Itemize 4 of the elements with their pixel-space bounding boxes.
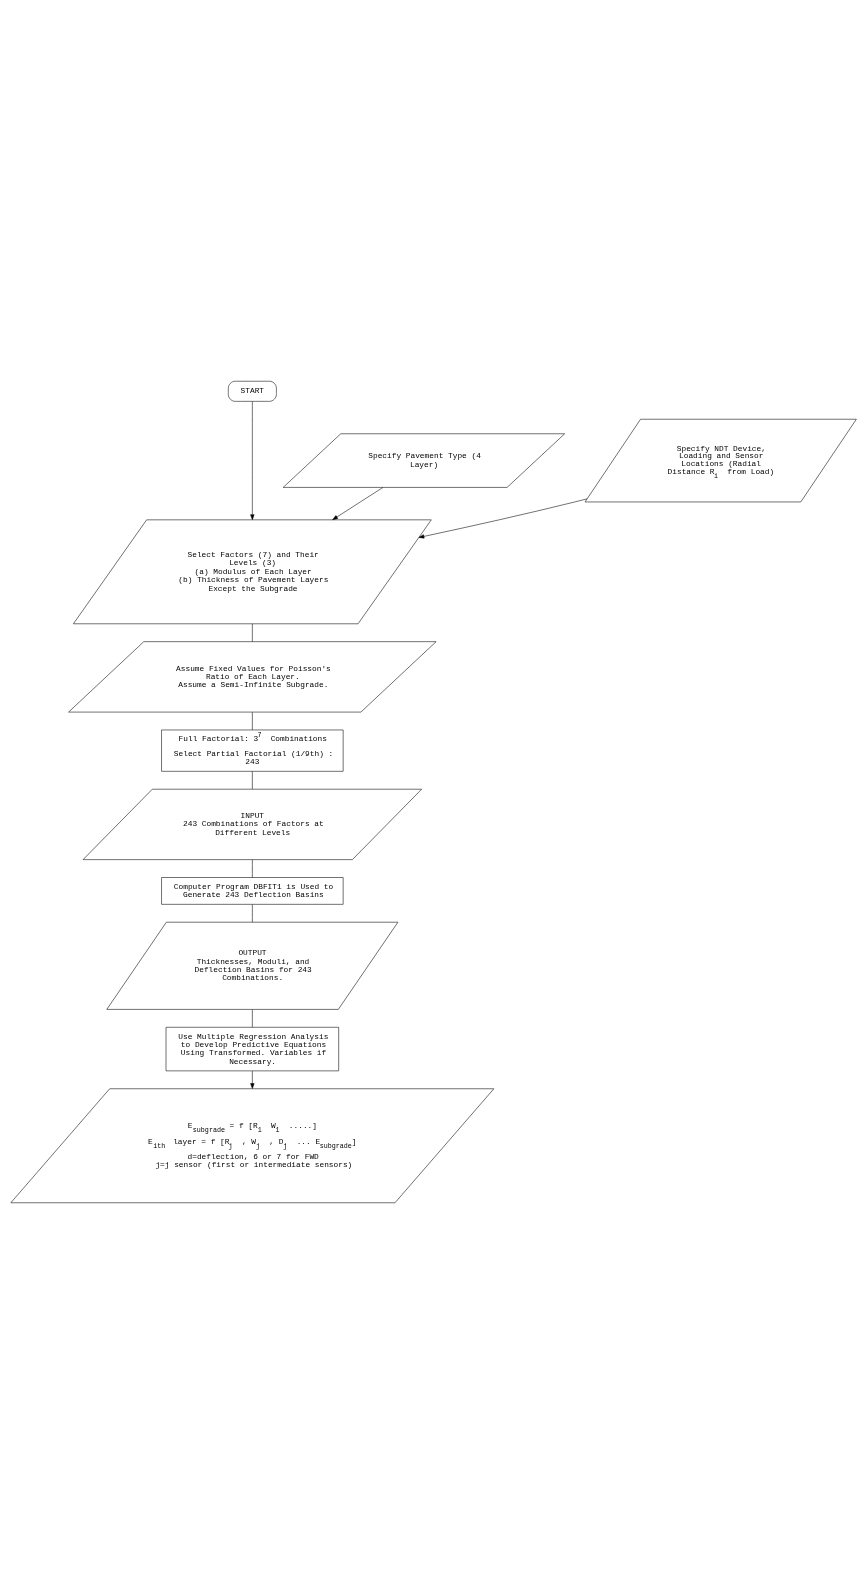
arrow: [250, 400, 255, 520]
arrow: [250, 1070, 255, 1089]
arrow: [332, 486, 384, 520]
arrow: [418, 498, 588, 538]
